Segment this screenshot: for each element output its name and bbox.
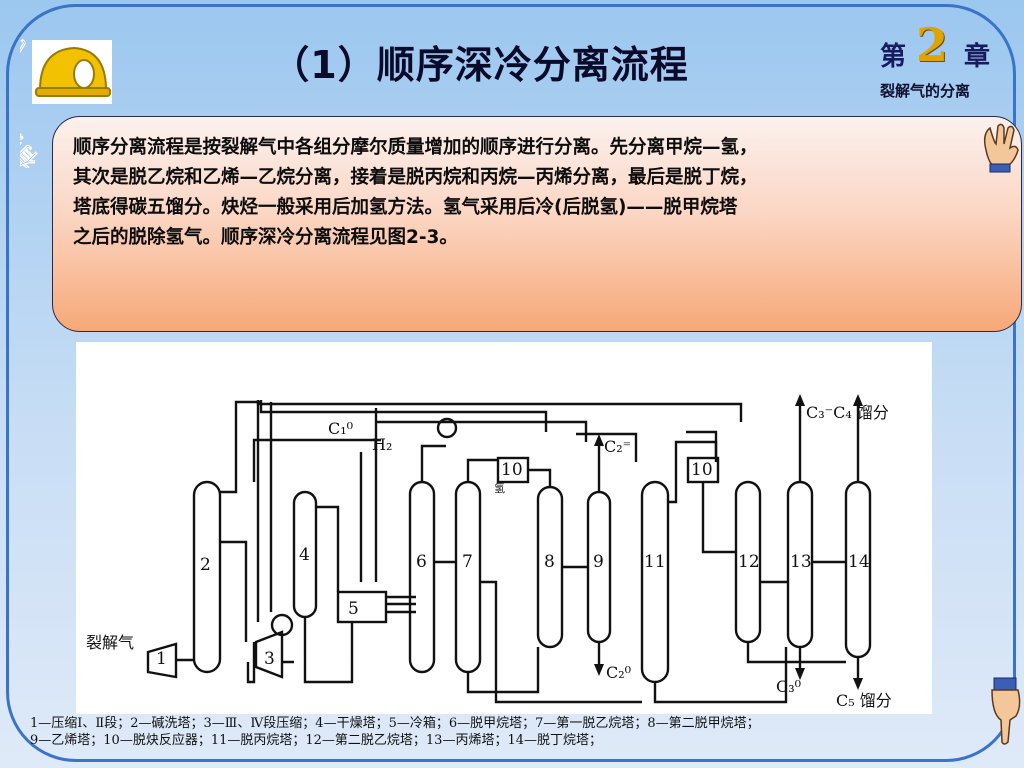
chapter-suffix: 章 [964, 42, 991, 72]
stream-label-c3c4: C₃⁻C₄ 馏分 [806, 403, 889, 422]
chapter-prefix: 第 [880, 42, 907, 72]
process-flow-diagram: 1 2 3 4 5 6 7 8 9 10 10 11 12 13 14 裂解气 … [76, 342, 932, 714]
unit-label: 4 [299, 545, 310, 565]
stream-label-c3-bottom: C₃⁰ [776, 677, 801, 696]
pointing-hand-icon[interactable] [976, 120, 1022, 174]
unit-label: 7 [462, 552, 473, 572]
stream-label-c1: C₁⁰ [328, 419, 353, 438]
unit-label: 12 [738, 552, 760, 572]
stream-label-c2-bottom: C₂⁰ [606, 663, 631, 682]
unit-label: 5 [348, 599, 359, 619]
pointing-hand-icon[interactable] [986, 676, 1024, 746]
unit-label: 13 [790, 552, 812, 572]
unit-label: 6 [416, 552, 427, 572]
unit-label: 14 [848, 552, 870, 572]
feed-label: 裂解气 [86, 633, 134, 652]
figure-caption: 1—压缩Ⅰ、Ⅱ段；2—碱洗塔；3—Ⅲ、Ⅳ段压缩；4—干燥塔；5—冷箱；6—脱甲烷… [30, 716, 760, 748]
chapter-badge: 第 2 章 [880, 18, 1000, 76]
helmet-icon [32, 40, 112, 104]
stream-label-h2: H₂ [372, 435, 392, 454]
unit-label: 10 [691, 460, 713, 480]
page-title: （1）顺序深冷分离流程 [271, 43, 689, 87]
stream-label-c5: C₅ 馏分 [836, 691, 892, 710]
content-textbox: 顺序分离流程是按裂解气中各组分摩尔质量增加的顺序进行分离。先分离甲烷—氢， 其次… [52, 116, 1022, 332]
chapter-subtitle: 裂解气的分离 [880, 82, 971, 100]
unit-label: 8 [544, 552, 555, 572]
stream-label-hydrogen: 氢 [494, 481, 505, 495]
unit-label: 2 [200, 555, 211, 575]
unit-label: 9 [593, 552, 604, 572]
unit-label: 3 [264, 649, 275, 669]
stream-label-c2-top: C₂⁼ [604, 437, 631, 456]
unit-label: 10 [501, 460, 523, 480]
chapter-number: 2 [916, 18, 949, 72]
slide-frame [6, 4, 1016, 762]
body-text: 顺序分离流程是按裂解气中各组分摩尔质量增加的顺序进行分离。先分离甲烷—氢， 其次… [73, 137, 758, 248]
unit-label: 11 [644, 552, 666, 572]
unit-label: 1 [156, 649, 167, 669]
